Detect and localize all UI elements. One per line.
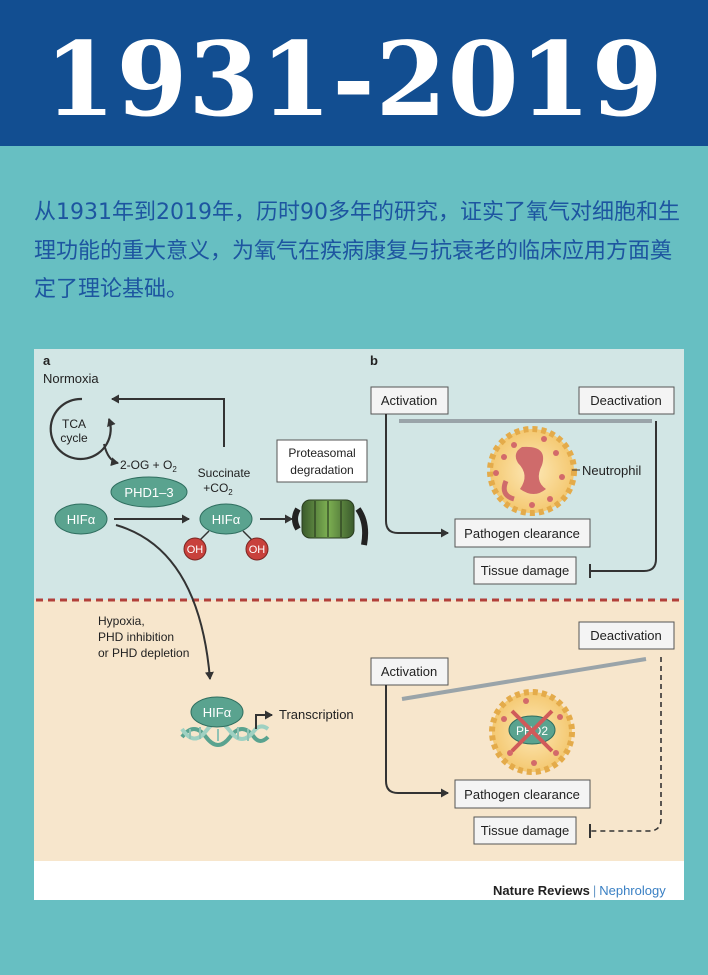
hif-label-hydroxylated: HIFα (212, 512, 241, 527)
activation-to-clearance-arrow (385, 414, 449, 538)
hypoxia-label-line1: Hypoxia, (98, 614, 145, 628)
succinate-label: Succinate (198, 466, 251, 480)
deactivation-inhibition-line-bottom (590, 657, 662, 832)
tca-label-line1: TCA (62, 417, 86, 431)
hypoxia-label-line2: PHD inhibition (98, 630, 174, 644)
pathogen-clearance-box-bottom (454, 779, 591, 809)
co2-label: +CO2 (203, 481, 233, 497)
deactivation-box-bottom (578, 621, 675, 650)
proteasomal-label-line1: Proteasomal (288, 446, 355, 460)
hif-label-left: HIFα (67, 512, 96, 527)
hif-label-nuclear: HIFα (203, 705, 232, 720)
intro-paragraph: 从1931年到2019年，历时90多年的研究，证实了氧气对细胞和生理功能的重大意… (34, 200, 680, 302)
oh-group-left (183, 537, 207, 561)
figure-credit: Nature Reviews|Nephrology (493, 883, 666, 898)
cross-out-icon (510, 709, 554, 753)
transcription-arrow (255, 710, 273, 729)
pathogen-clearance-label-bottom: Pathogen clearance (464, 787, 580, 802)
credit-separator: | (592, 883, 597, 898)
hif-ellipse-left (54, 503, 108, 535)
phd-ellipse (110, 476, 188, 508)
succinate-feedback-arrow (111, 394, 225, 447)
transcription-label: Transcription (279, 707, 354, 722)
tissue-damage-label-bottom: Tissue damage (481, 823, 569, 838)
dna-helix-icon (180, 721, 270, 747)
deactivation-label-bottom: Deactivation (590, 628, 662, 643)
credit-source: Nature Reviews (493, 883, 590, 898)
tca-label-line2: cycle (60, 431, 88, 445)
hypoxia-label-line3: or PHD depletion (98, 646, 189, 660)
deactivation-inhibition-line-top (590, 421, 657, 572)
activation-box-top (370, 386, 449, 415)
balance-bar-bottom (401, 657, 647, 701)
page-title: 1931-2019 (44, 20, 664, 140)
normoxia-label: Normoxia (43, 371, 99, 386)
proteasome-icon (292, 499, 369, 546)
phd-label: PHD1–3 (124, 485, 173, 500)
hif-ellipse-nuclear (190, 696, 244, 728)
pathogen-clearance-box-top (454, 518, 591, 548)
oh-label-right: OH (249, 544, 266, 556)
tissue-damage-box-top (473, 556, 577, 585)
credit-journal: Nephrology (599, 883, 666, 898)
proteasomal-degradation-box (276, 439, 368, 483)
activation-label-top: Activation (381, 393, 437, 408)
activation-box-bottom (370, 657, 449, 686)
hypoxia-arrow (115, 524, 214, 680)
header-banner: 1931-2019 (0, 0, 708, 146)
tca-cycle-arrow (49, 397, 116, 461)
hif-ellipse-hydroxylated (199, 503, 253, 535)
neutrophil-label: Neutrophil (582, 463, 641, 478)
deactivation-box-top (578, 386, 675, 415)
neutrophil-icon (487, 426, 577, 516)
figure-diagram: a Normoxia TCA cycle 2-OG + O2 PHD1–3 HI… (34, 349, 684, 861)
og-o2-label: 2-OG + O2 (120, 458, 177, 474)
deactivation-label-top: Deactivation (590, 393, 662, 408)
panel-b-label: b (370, 353, 378, 368)
tca-to-og-arrow (103, 443, 119, 467)
pathogen-clearance-label-top: Pathogen clearance (464, 526, 580, 541)
proteasomal-label-line2: degradation (290, 463, 353, 477)
tissue-damage-label-top: Tissue damage (481, 563, 569, 578)
activation-label-bottom: Activation (381, 664, 437, 679)
oh-label-left: OH (187, 544, 204, 556)
tissue-damage-box-bottom (473, 816, 577, 845)
panel-a-label: a (43, 353, 51, 368)
activation-to-clearance-arrow-bottom (385, 685, 449, 798)
hif-pathway-figure: a Normoxia TCA cycle 2-OG + O2 PHD1–3 HI… (34, 349, 684, 900)
oh-group-right (245, 537, 269, 561)
